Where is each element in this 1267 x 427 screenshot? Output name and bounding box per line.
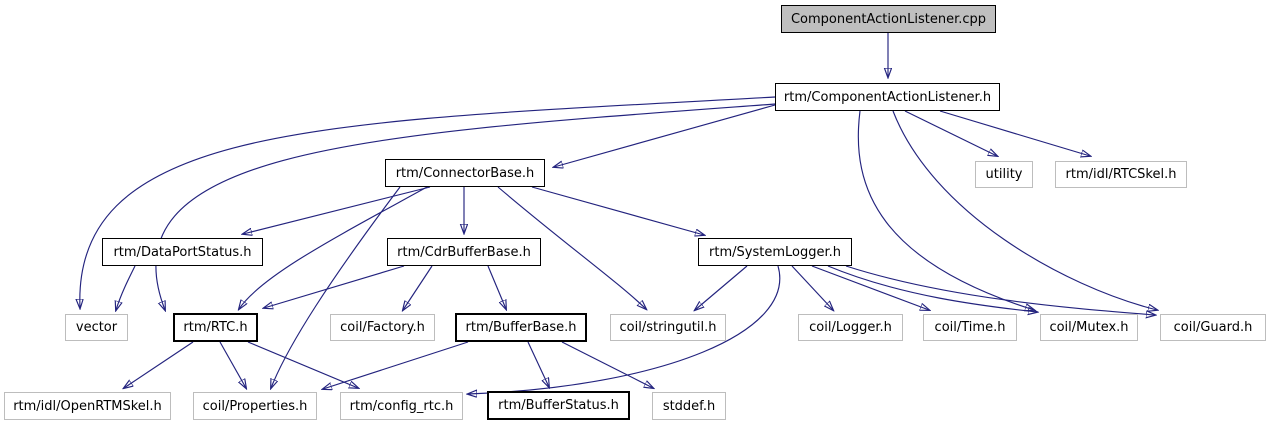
node-label: coil/Time.h xyxy=(934,320,1006,335)
node-label: coil/Logger.h xyxy=(809,320,892,335)
edge-systemlogger-to-mutex xyxy=(827,265,1037,312)
node-label: coil/stringutil.h xyxy=(619,320,717,335)
edge-cal-h-to-utility xyxy=(904,110,997,156)
edge-cal-h-to-guard xyxy=(892,110,1157,310)
node-utility: utility xyxy=(975,161,1033,188)
edge-systemlogger-to-logger xyxy=(791,265,833,310)
node-rtcskel: rtm/idl/RTCSkel.h xyxy=(1055,161,1187,188)
edge-rtc-to-config-rtc xyxy=(247,341,358,388)
node-vector: vector xyxy=(65,314,128,341)
node-bufferstatus[interactable]: rtm/BufferStatus.h xyxy=(487,391,630,420)
edge-cal-h-to-rtcskel xyxy=(939,110,1090,156)
node-label: rtm/idl/OpenRTMSkel.h xyxy=(13,398,162,414)
node-stddef: stddef.h xyxy=(652,392,726,420)
edge-bufferbase-to-bufferstatus xyxy=(527,341,549,387)
edge-connectorbase-to-systemlogger xyxy=(531,186,704,235)
node-label: rtm/SystemLogger.h xyxy=(709,244,841,260)
edge-connectorbase-to-properties xyxy=(271,186,401,388)
node-dataportstatus[interactable]: rtm/DataPortStatus.h xyxy=(102,238,263,266)
node-label: stddef.h xyxy=(662,398,716,414)
node-label: rtm/BufferStatus.h xyxy=(498,398,619,413)
node-label: vector xyxy=(75,320,118,335)
edge-systemlogger-to-stringutil xyxy=(695,265,748,310)
node-mutex: coil/Mutex.h xyxy=(1040,314,1138,341)
node-cdrbufferbase[interactable]: rtm/CdrBufferBase.h xyxy=(387,238,541,266)
node-label: coil/Properties.h xyxy=(202,398,308,414)
edge-cal-h-to-mutex xyxy=(857,110,1034,310)
node-properties: coil/Properties.h xyxy=(193,392,317,420)
node-systemlogger[interactable]: rtm/SystemLogger.h xyxy=(698,238,852,266)
edge-systemlogger-to-config-rtc xyxy=(468,265,781,394)
edge-connectorbase-to-dataportstatus xyxy=(243,186,431,234)
node-guard: coil/Guard.h xyxy=(1160,314,1266,341)
node-label: coil/Guard.h xyxy=(1173,320,1253,335)
edge-bufferbase-to-stddef xyxy=(561,341,653,388)
node-rtc[interactable]: rtm/RTC.h xyxy=(173,313,258,342)
node-label: rtm/config_rtc.h xyxy=(349,398,454,414)
node-label: utility xyxy=(985,167,1023,182)
edge-systemlogger-to-time xyxy=(811,265,929,310)
edge-bufferbase-to-properties xyxy=(323,341,469,389)
edge-cal-h-to-connectorbase xyxy=(554,104,776,167)
node-bufferbase[interactable]: rtm/BufferBase.h xyxy=(455,313,587,342)
edge-rtc-to-openrtmskel xyxy=(124,341,194,388)
node-label: rtm/DataPortStatus.h xyxy=(113,244,252,260)
edge-connectorbase-to-rtc xyxy=(239,186,428,309)
edge-systemlogger-to-guard xyxy=(845,265,1155,315)
edge-cal-h-to-vector xyxy=(80,96,776,308)
node-label: rtm/BufferBase.h xyxy=(465,320,577,335)
node-label: rtm/ComponentActionListener.h xyxy=(783,89,992,105)
node-label: rtm/RTC.h xyxy=(183,320,248,335)
edge-dataportstatus-to-vector xyxy=(116,265,136,310)
node-time: coil/Time.h xyxy=(923,314,1017,341)
edge-connectorbase-to-stringutil xyxy=(497,186,646,309)
node-label: rtm/idl/RTCSkel.h xyxy=(1065,167,1177,182)
node-label: ComponentActionListener.cpp xyxy=(790,11,987,27)
node-config-rtc: rtm/config_rtc.h xyxy=(340,392,463,420)
node-label: coil/Mutex.h xyxy=(1049,320,1129,335)
node-factory: coil/Factory.h xyxy=(330,314,435,341)
edge-cdrbufferbase-to-bufferbase xyxy=(487,265,506,309)
edge-cal-h-to-rtc xyxy=(155,103,776,310)
edge-cdrbufferbase-to-rtc xyxy=(264,265,405,308)
node-cal-cpp: ComponentActionListener.cpp xyxy=(781,5,996,33)
node-label: rtm/CdrBufferBase.h xyxy=(397,244,531,260)
node-openrtmskel: rtm/idl/OpenRTMSkel.h xyxy=(4,392,171,420)
node-label: coil/Factory.h xyxy=(340,320,425,335)
node-logger: coil/Logger.h xyxy=(798,314,903,341)
node-cal-h[interactable]: rtm/ComponentActionListener.h xyxy=(775,83,1000,111)
node-label: rtm/ConnectorBase.h xyxy=(395,165,535,181)
edge-rtc-to-properties xyxy=(219,341,246,388)
edge-cdrbufferbase-to-factory xyxy=(403,265,433,310)
node-stringutil: coil/stringutil.h xyxy=(610,314,726,341)
node-connectorbase[interactable]: rtm/ConnectorBase.h xyxy=(385,159,545,187)
